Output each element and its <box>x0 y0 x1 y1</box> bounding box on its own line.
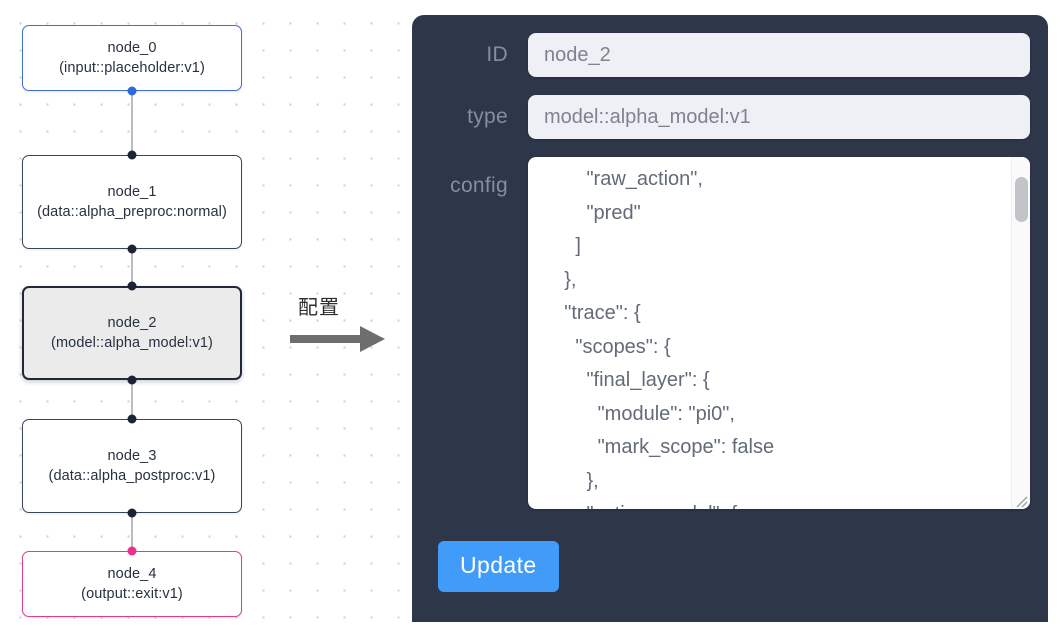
node-title: node_0 <box>107 40 157 56</box>
node-handle-target-node_2[interactable] <box>127 281 137 291</box>
node-title: node_3 <box>107 448 157 464</box>
graph-node-node_2[interactable]: node_2 (model::alpha_model:v1) <box>22 286 242 380</box>
config-scrollbar-thumb[interactable] <box>1015 177 1028 222</box>
graph-node-node_3[interactable]: node_3 (data::alpha_postproc:v1) <box>22 419 242 513</box>
node-subtitle: (output::exit:v1) <box>81 586 183 602</box>
node-handle-source-node_1[interactable] <box>127 244 137 254</box>
edge-node0-node1 <box>131 91 133 155</box>
config-textarea[interactable]: "raw_action", "pred" ] }, "trace": { "sc… <box>528 157 1030 509</box>
type-input[interactable] <box>528 95 1030 139</box>
node-inspector-panel: ID type config "raw_action", "pred" ] },… <box>412 15 1048 622</box>
node-subtitle: (model::alpha_model:v1) <box>51 335 213 351</box>
field-row-config: config "raw_action", "pred" ] }, "trace"… <box>430 157 1030 509</box>
config-scrollbar[interactable] <box>1011 157 1030 509</box>
config-label: config <box>450 174 508 197</box>
edge-node3-node4 <box>131 513 133 551</box>
node-handle-target-node_1[interactable] <box>127 150 137 160</box>
resize-grip-icon[interactable] <box>1011 491 1028 508</box>
graph-node-node_0[interactable]: node_0 (input::placeholder:v1) <box>22 25 242 91</box>
field-row-type: type <box>430 95 1030 139</box>
graph-node-node_4[interactable]: node_4 (output::exit:v1) <box>22 551 242 617</box>
edge-node1-node2 <box>131 249 133 286</box>
node-handle-source-node_3[interactable] <box>127 508 137 518</box>
update-button[interactable]: Update <box>438 541 559 592</box>
id-label: ID <box>486 43 508 66</box>
id-input[interactable] <box>528 33 1030 77</box>
node-handle-target-node_3[interactable] <box>127 414 137 424</box>
node-handle-source-node_2[interactable] <box>127 375 137 385</box>
node-subtitle: (input::placeholder:v1) <box>59 60 205 76</box>
node-handle-source-node_0[interactable] <box>127 86 137 96</box>
node-subtitle: (data::alpha_preproc:normal) <box>37 204 227 220</box>
field-row-id: ID <box>430 33 1030 77</box>
graph-node-node_1[interactable]: node_1 (data::alpha_preproc:normal) <box>22 155 242 249</box>
annotation-label: 配置 <box>298 297 340 319</box>
edge-node2-node3 <box>131 380 133 419</box>
node-title: node_2 <box>107 315 157 331</box>
config-textarea-wrapper: "raw_action", "pred" ] }, "trace": { "sc… <box>528 157 1030 509</box>
annotation-arrow-group: 配置 <box>290 296 400 358</box>
node-title: node_1 <box>107 184 157 200</box>
node-title: node_4 <box>107 566 157 582</box>
node-subtitle: (data::alpha_postproc:v1) <box>48 468 216 484</box>
type-label: type <box>467 105 508 128</box>
node-handle-target-node_4[interactable] <box>127 546 137 556</box>
right-arrow-icon <box>290 326 385 352</box>
